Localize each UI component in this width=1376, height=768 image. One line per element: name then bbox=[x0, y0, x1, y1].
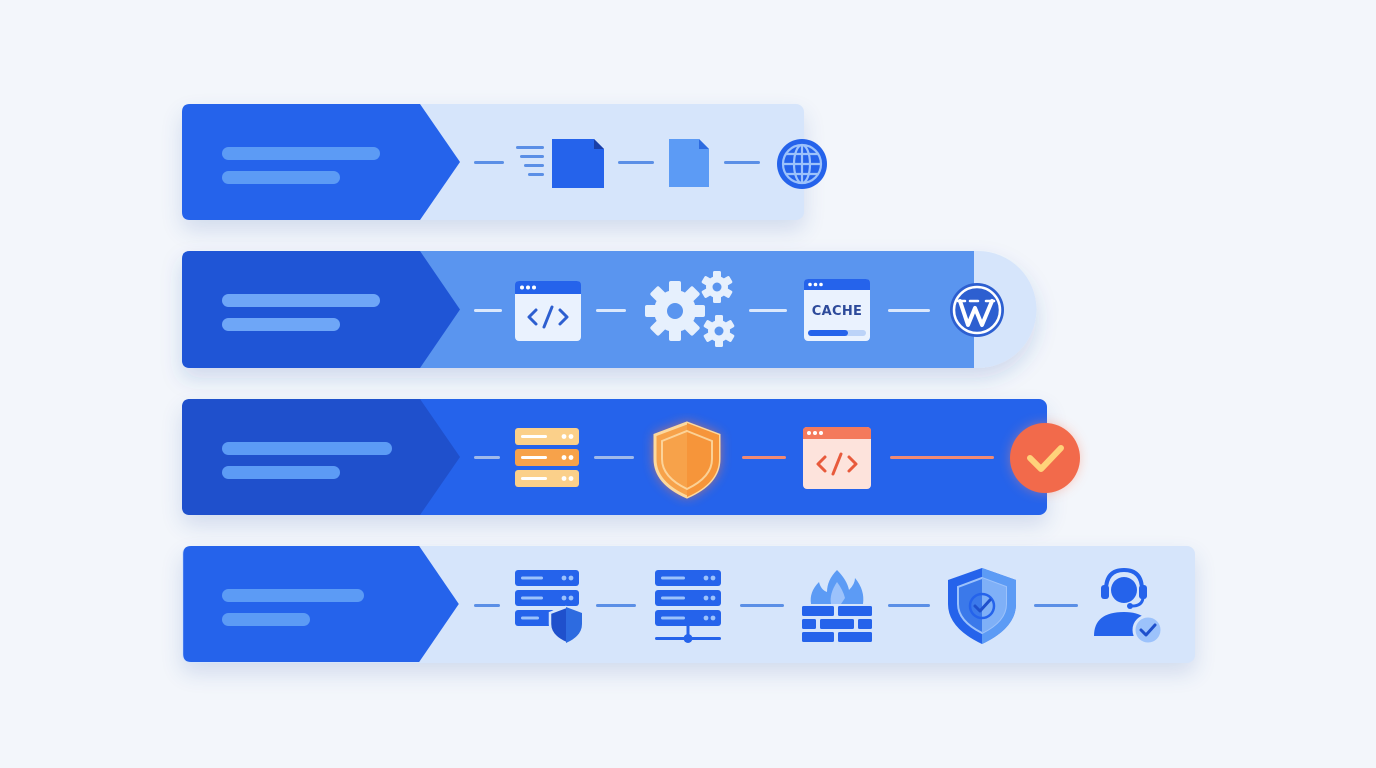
shield-icon bbox=[653, 421, 721, 499]
workflow-row-3 bbox=[182, 399, 1080, 515]
row-4-connector-5 bbox=[1034, 604, 1078, 607]
row-2-text-line-2 bbox=[222, 318, 340, 331]
row-3-connector-2 bbox=[594, 456, 634, 459]
row-2-connector-4 bbox=[888, 309, 930, 312]
row-1-tab bbox=[182, 104, 460, 220]
row-2-connector-2 bbox=[596, 309, 626, 312]
workflow-row-1 bbox=[182, 104, 827, 220]
code-window-icon bbox=[803, 427, 871, 489]
speed-document-icon bbox=[516, 139, 604, 188]
row-3-connector-4 bbox=[890, 456, 994, 459]
workflow-row-4 bbox=[182, 546, 1195, 663]
row-2-text-line-1 bbox=[222, 294, 380, 307]
row-3-text-line-1 bbox=[222, 442, 392, 455]
row-1-connector-2 bbox=[618, 161, 654, 164]
row-1-text-line-2 bbox=[222, 171, 340, 184]
row-4-text-line-2 bbox=[222, 613, 310, 626]
row-2-connector-1 bbox=[474, 309, 502, 312]
row-3-text-line-2 bbox=[222, 466, 340, 479]
cache-window-icon: CACHE bbox=[804, 279, 870, 341]
row-1-text-line-1 bbox=[222, 147, 380, 160]
cache-label: CACHE bbox=[812, 304, 862, 319]
row-3-connector-3 bbox=[742, 456, 786, 459]
globe-icon bbox=[777, 139, 827, 189]
row-2-connector-3 bbox=[749, 309, 787, 312]
server-stack-icon bbox=[515, 428, 579, 487]
row-4-connector-4 bbox=[888, 604, 930, 607]
shield-check-icon bbox=[948, 568, 1016, 644]
row-4-tab bbox=[183, 546, 459, 662]
row-4-connector-2 bbox=[596, 604, 636, 607]
document-icon bbox=[669, 139, 709, 187]
row-3-tab bbox=[182, 399, 460, 515]
row-3-connector-1 bbox=[474, 456, 500, 459]
row-4-connector-1 bbox=[474, 604, 500, 607]
workflow-row-2: CACHE bbox=[182, 251, 1038, 368]
server-shield-icon bbox=[515, 570, 584, 645]
row-1-connector-3 bbox=[724, 161, 760, 164]
firewall-icon bbox=[802, 570, 872, 642]
support-agent-icon bbox=[1094, 567, 1164, 646]
check-badge-icon bbox=[1010, 423, 1080, 493]
row-4-text-line-1 bbox=[222, 589, 364, 602]
row-1-connector-1 bbox=[474, 161, 504, 164]
wordpress-icon bbox=[950, 283, 1004, 337]
code-window-icon bbox=[515, 281, 581, 341]
gears-icon bbox=[645, 271, 735, 347]
row-4-connector-3 bbox=[740, 604, 784, 607]
server-network-icon bbox=[655, 570, 721, 643]
